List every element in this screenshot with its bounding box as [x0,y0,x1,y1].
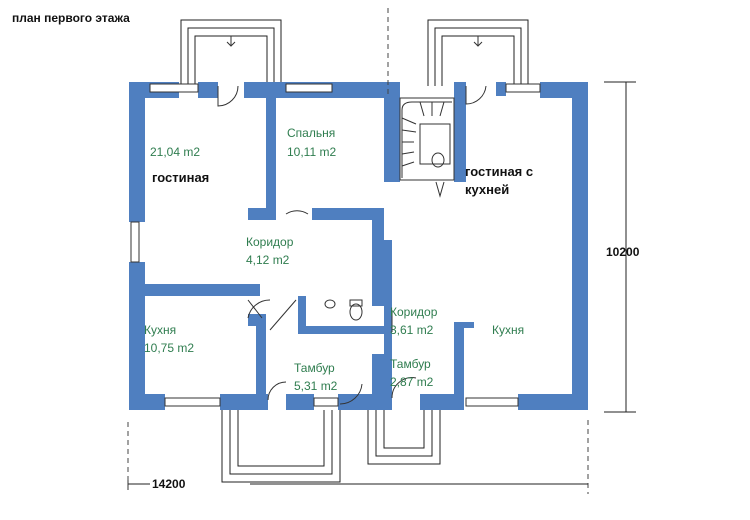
label-kitchen2-name: Кухня [492,323,524,337]
label-kitchen1-name: Кухня [144,323,176,337]
walls [129,82,588,410]
plan-title: план первого этажа [12,11,130,25]
wc-fixtures [324,299,363,321]
label-living-kitchen-line2: кухней [465,182,509,197]
porch-top-left [180,19,282,86]
label-tambur1-area: 5,31 m2 [294,379,338,393]
porch-bottom-right [367,410,441,465]
windows [130,83,541,407]
label-bedroom-name: Спальня [287,126,335,140]
staircase [399,97,455,198]
label-tambur1-name: Тамбур [294,361,335,375]
label-living-kitchen-line1: гостиная с [465,164,533,179]
dimension-width: 14200 [152,477,186,491]
label-kitchen1-area: 10,75 m2 [144,341,194,355]
label-living-name: гостиная [152,170,209,185]
porch-top-right [427,19,529,86]
label-corridor2-area: 3,61 m2 [390,323,434,337]
label-corridor1-name: Коридор [246,235,294,249]
label-tambur2-name: Тамбур [390,357,431,371]
porch-bottom-left [221,410,341,483]
dimension-lines [127,8,636,494]
label-tambur2-area: 2,87 m2 [390,375,434,389]
label-corridor2-name: Коридор [390,305,438,319]
dimension-height: 10200 [606,245,640,259]
label-living-area: 21,04 m2 [150,145,200,159]
label-corridor1-area: 4,12 m2 [246,253,290,267]
doors [217,85,487,405]
label-bedroom-area: 10,11 m2 [287,145,336,159]
